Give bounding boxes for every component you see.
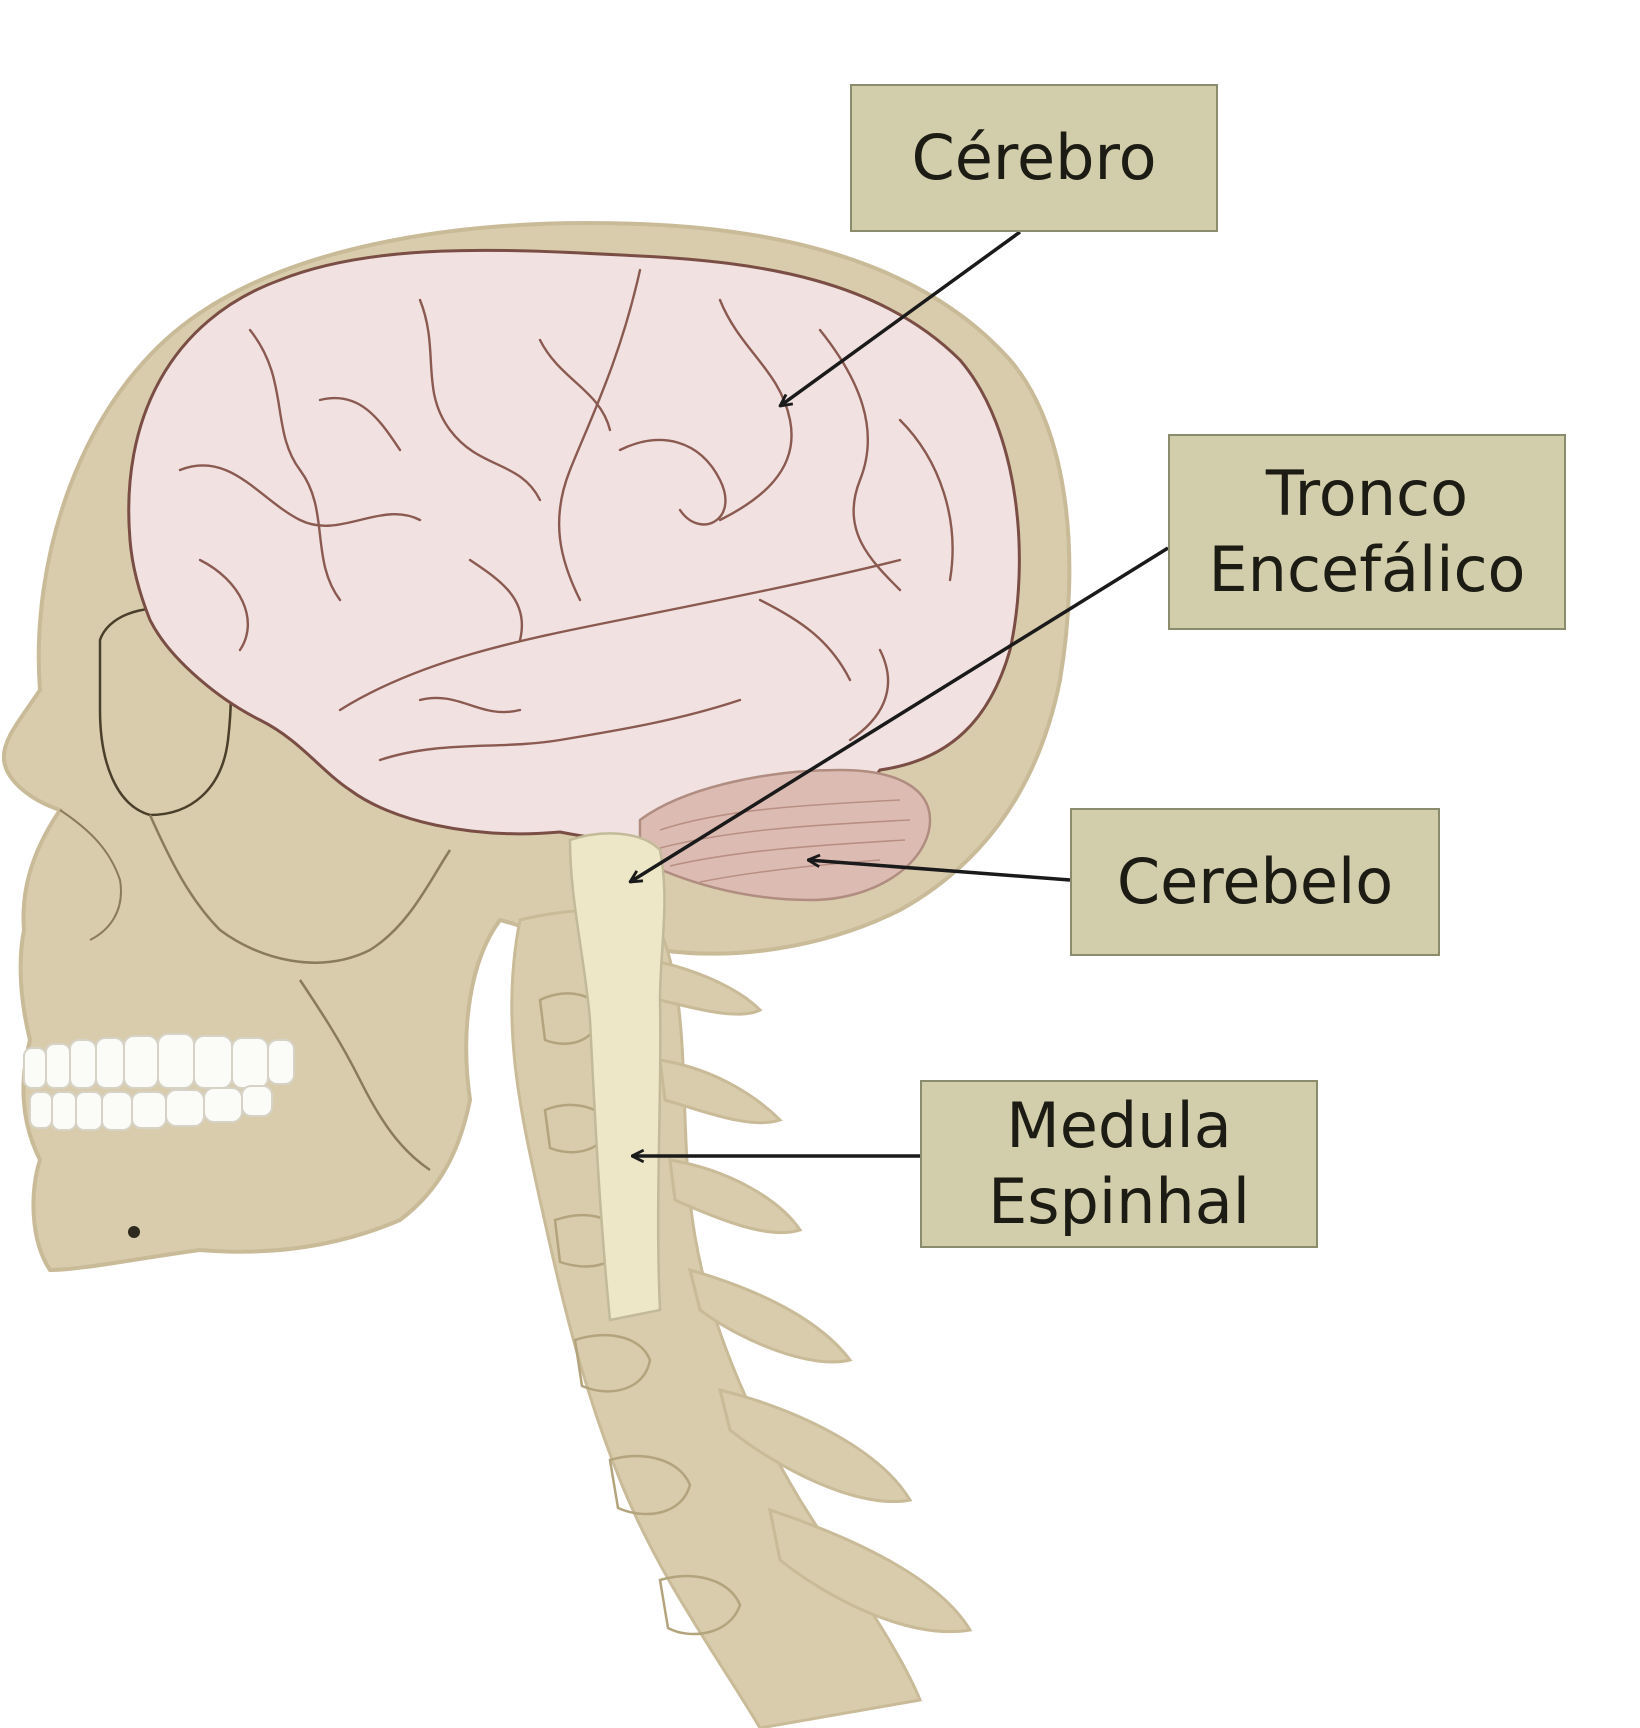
- label-cerebro: Cérebro: [850, 84, 1218, 232]
- brain-gyri: [178, 268, 954, 762]
- label-medula-espinhal: Medula Espinhal: [920, 1080, 1318, 1248]
- cheekbone-line: [148, 814, 452, 964]
- jaw-line: [298, 979, 431, 1172]
- mental-foramen: [128, 1226, 140, 1238]
- label-arrows: [630, 230, 1169, 1156]
- cerebrum-shape: [127, 248, 1021, 843]
- arrow-cerebro: [780, 230, 1022, 406]
- label-cerebelo-line-1: Cerebelo: [1116, 845, 1394, 919]
- label-cerebelo: Cerebelo: [1070, 808, 1440, 956]
- spinous-processes: [647, 958, 973, 1633]
- label-tronco-line-1: Tronco: [1265, 457, 1469, 531]
- label-cerebro-line-1: Cérebro: [911, 121, 1157, 195]
- cerebrum-illustration: [127, 248, 1021, 1322]
- arrow-cerebelo: [808, 860, 1071, 882]
- teeth: [23, 1033, 295, 1131]
- arrow-tronco: [630, 546, 1169, 882]
- label-medula-line-1: Medula: [1006, 1089, 1232, 1163]
- label-tronco-line-2: Encefálico: [1208, 533, 1526, 606]
- nasal-line: [59, 809, 122, 941]
- cerebellum-folia: [659, 799, 911, 883]
- cervical-spine: [510, 908, 973, 1728]
- label-medula-line-2: Espinhal: [988, 1165, 1250, 1238]
- label-tronco-encefalico: Tronco Encefálico: [1168, 434, 1566, 630]
